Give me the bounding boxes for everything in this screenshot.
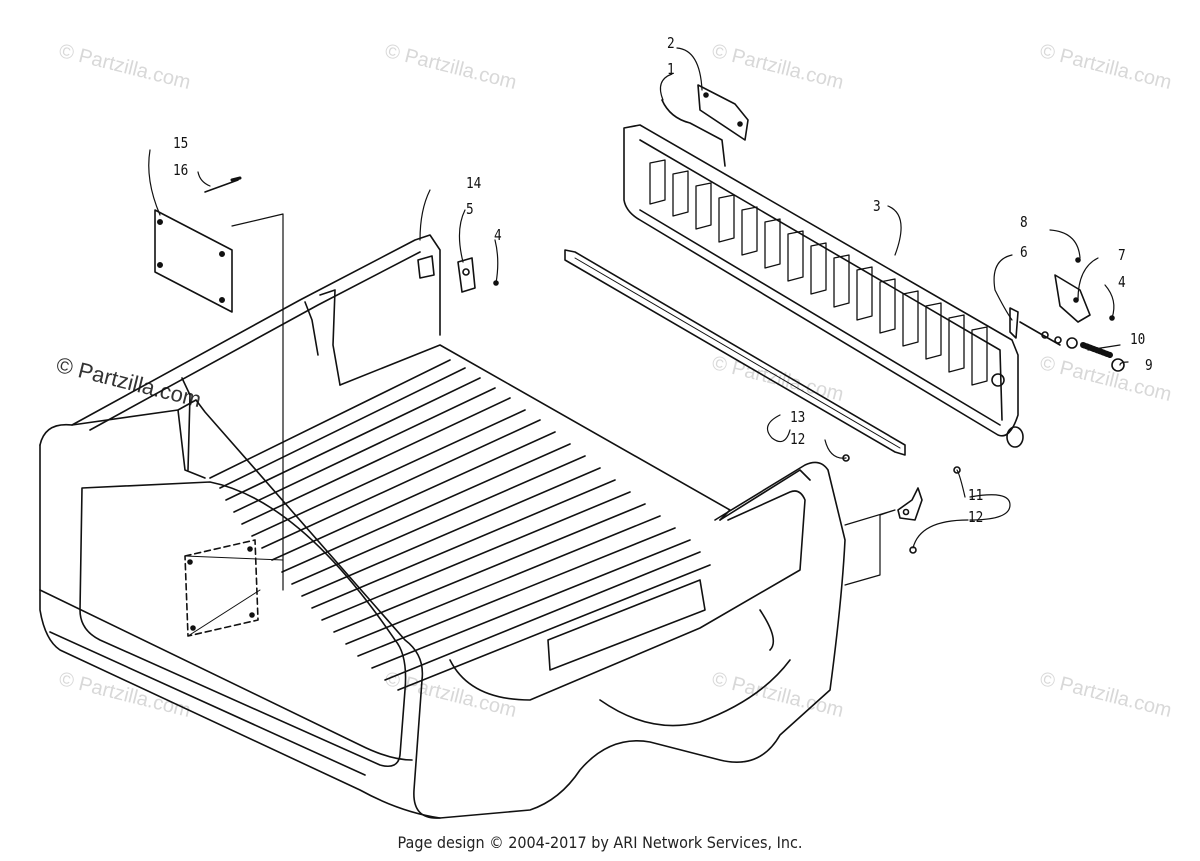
callout-12-upper: 12 [790, 430, 806, 448]
callout-3: 3 [873, 197, 881, 215]
decal-plate [154, 176, 284, 591]
callout-9: 9 [1145, 356, 1153, 374]
callout-12-lower: 12 [968, 508, 984, 526]
footer-copyright: Page design © 2004-2017 by ARI Network S… [397, 833, 803, 852]
callout-13: 13 [790, 408, 806, 426]
cargo-box [39, 234, 846, 819]
seal-strip [564, 249, 906, 456]
callout-1: 1 [667, 60, 675, 78]
callout-6: 6 [1020, 243, 1028, 261]
callout-5: 5 [466, 200, 474, 218]
callout-4-right: 4 [1118, 273, 1126, 291]
callout-16: 16 [173, 161, 189, 179]
leader-lines [148, 47, 1129, 549]
tailgate [623, 124, 1024, 448]
callout-14: 14 [466, 174, 482, 192]
bottom-bracket [842, 454, 961, 586]
callout-10: 10 [1130, 330, 1146, 348]
hinge-hardware [1009, 257, 1125, 372]
callout-11: 11 [968, 486, 984, 504]
callout-2: 2 [667, 34, 675, 52]
callout-15: 15 [173, 134, 189, 152]
latch-rod [661, 84, 749, 167]
callout-8: 8 [1020, 213, 1028, 231]
callout-4-left: 4 [494, 226, 502, 244]
callout-7: 7 [1118, 246, 1126, 264]
